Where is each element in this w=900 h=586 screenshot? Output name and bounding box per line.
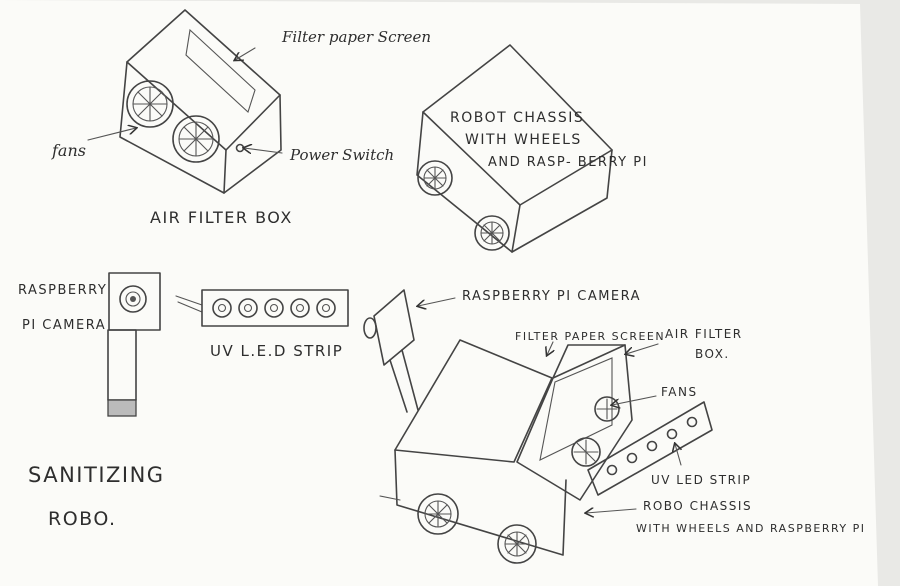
wheel-icon: [497, 524, 537, 564]
chassis-label-line2: WITH WHEELS: [465, 132, 582, 148]
uv-led-strip-sketch: [175, 289, 349, 327]
assembled-uv-led-strip-label: UV LED STRIP: [651, 473, 751, 487]
chassis-label-line3: AND RASP- BERRY PI: [488, 155, 648, 170]
assembled-robot-sketch: [363, 289, 713, 564]
wheel-icon: [417, 493, 459, 535]
wheel-icon: [417, 160, 453, 196]
camera-label-line1: RASPBERRY: [18, 283, 107, 298]
air-filter-box-sketch: [87, 9, 283, 194]
chassis-label-line1: ROBOT CHASSIS: [450, 110, 584, 126]
air-filter-box-caption: AIR FILTER BOX: [150, 208, 293, 227]
fan-icon: [571, 437, 601, 467]
fan-icon: [594, 396, 620, 422]
paper-sheet: [0, 0, 878, 586]
assembled-air-filter-label-line2: BOX.: [695, 347, 730, 361]
camera-label-line2: PI CAMERA: [22, 318, 106, 333]
fan-icon: [172, 115, 220, 163]
robot-chassis-sketch: [416, 44, 613, 253]
assembled-robo-chassis-line1: ROBO CHASSIS: [643, 499, 752, 513]
assembled-robo-chassis-line2: WITH WHEELS AND RASPBERRY PI: [636, 522, 866, 535]
raspberry-pi-camera-sketch: [107, 272, 161, 417]
fans-label: fans: [51, 141, 86, 160]
title-line1: SANITIZING: [28, 463, 165, 487]
power-switch-label: Power Switch: [289, 146, 394, 164]
assembled-air-filter-label-line1: AIR FILTER: [665, 327, 743, 341]
assembled-filter-paper-label: FILTER PAPER SCREEN: [515, 330, 665, 343]
assembled-camera-label: RASPBERRY PI CAMERA: [462, 289, 641, 304]
fan-icon: [126, 80, 174, 128]
uv-led-strip-label: UV L.E.D STRIP: [210, 342, 343, 360]
title-line2: ROBO.: [48, 508, 117, 530]
wheel-icon: [474, 215, 510, 251]
assembled-fans-label: FANS: [661, 385, 698, 399]
filter-paper-screen-label: Filter paper Screen: [281, 28, 431, 46]
